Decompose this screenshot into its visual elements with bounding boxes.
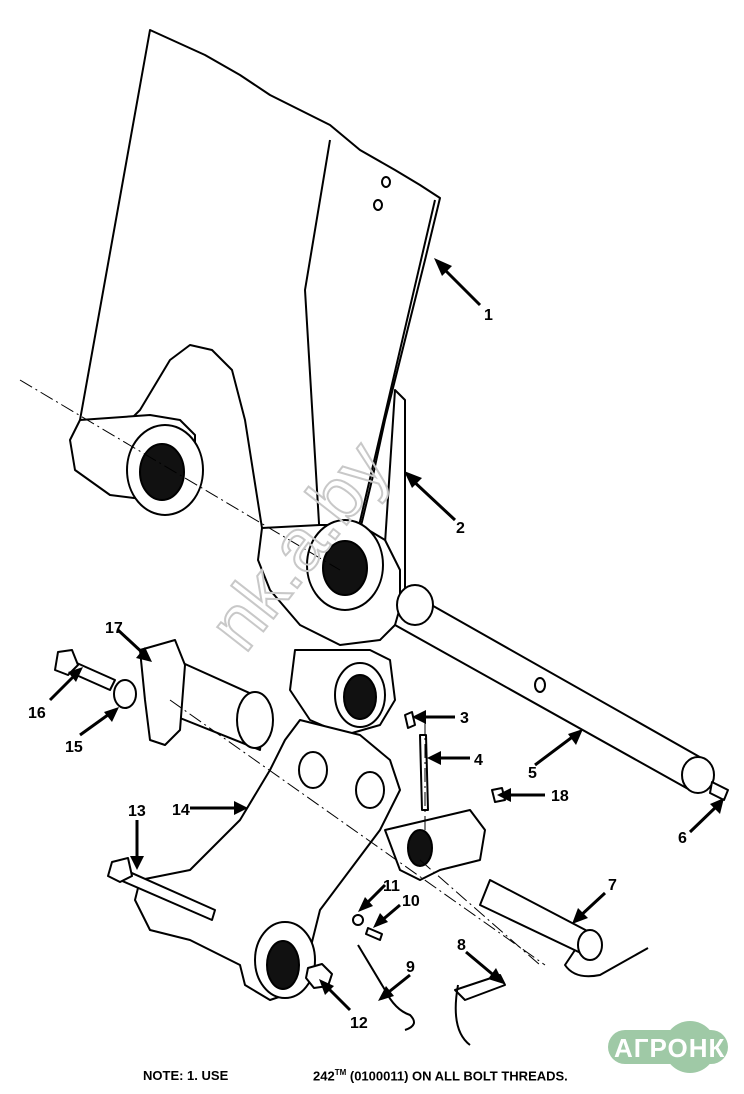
grease-fitting <box>709 781 729 801</box>
note-tm: TM <box>334 1068 347 1077</box>
note-body: 242TM (0100011) ON ALL BOLT THREADS. <box>313 1068 568 1083</box>
link-hole <box>355 771 385 809</box>
clevis-bore <box>407 829 433 867</box>
arrowhead-3 <box>412 710 426 724</box>
callout-9: 9 <box>406 959 415 976</box>
callout-11: 11 <box>383 878 400 895</box>
leader-6 <box>688 803 720 834</box>
arrowhead-16 <box>68 667 83 682</box>
pivot-boss-bore <box>322 540 368 596</box>
bolt-head <box>54 649 79 676</box>
arrowhead-7 <box>572 908 588 924</box>
note-part: 242 <box>313 1068 335 1084</box>
arm-hole <box>381 176 391 188</box>
hitch-pin-end <box>577 929 603 961</box>
long-pin-hole <box>534 677 546 693</box>
link-body <box>134 719 401 1001</box>
roll-pin <box>419 734 429 811</box>
agro-logo <box>608 1021 728 1073</box>
centerline <box>169 699 546 966</box>
left-boss-bore <box>139 443 185 501</box>
clevis-bracket <box>384 809 486 881</box>
arm-hole <box>373 199 383 211</box>
logo-left: АГРО <box>614 1033 689 1063</box>
hitch-pin-handle <box>564 947 649 978</box>
washer <box>113 679 137 709</box>
callout-10: 10 <box>402 893 420 910</box>
lynch-ring <box>454 984 471 1046</box>
callout-13: 13 <box>128 803 146 820</box>
arrowhead-1 <box>434 258 452 276</box>
arm-fold-line <box>304 139 331 541</box>
arrowhead-5 <box>568 729 583 745</box>
note-suffix: (0100011) ON ALL BOLT THREADS. <box>346 1068 568 1084</box>
bushing-flange <box>139 639 186 746</box>
leader-1 <box>438 263 482 307</box>
long-pin-tip-face <box>681 756 715 794</box>
bushing-end <box>236 691 274 749</box>
arrowhead-9 <box>378 986 394 1001</box>
arrowhead-4 <box>427 751 441 765</box>
lower-yoke-bore <box>343 674 377 720</box>
long-pin-end-face <box>396 584 434 626</box>
callout-15: 15 <box>65 739 83 756</box>
centerline <box>419 859 541 966</box>
arm-part <box>79 29 441 546</box>
callout-17: 17 <box>105 620 123 637</box>
link-lower-bore <box>266 940 300 990</box>
leader-5 <box>534 733 576 767</box>
arrowhead-13 <box>130 856 144 870</box>
arrowhead-15 <box>104 707 119 722</box>
long-bolt-head <box>107 857 133 883</box>
leader-8 <box>465 950 498 980</box>
lynch-pin <box>454 974 506 1001</box>
arrowhead-6 <box>710 798 724 814</box>
callout-5: 5 <box>528 765 537 782</box>
leader-15 <box>79 710 113 737</box>
callout-6: 6 <box>678 830 687 847</box>
callout-1: 1 <box>484 307 493 324</box>
arrowhead-2 <box>404 471 422 488</box>
arrowhead-14 <box>234 801 248 815</box>
small-washer <box>352 914 364 926</box>
arm-edge-line <box>357 199 436 531</box>
link-hole <box>298 751 328 789</box>
arrowhead-10 <box>373 913 388 928</box>
arrowhead-12 <box>319 979 334 995</box>
callout-7: 7 <box>608 877 617 894</box>
leader-2 <box>408 476 457 522</box>
centerline <box>19 379 341 571</box>
callout-3: 3 <box>460 710 469 727</box>
callout-8: 8 <box>457 937 466 954</box>
arrowhead-11 <box>358 897 373 912</box>
callout-18: 18 <box>551 788 569 805</box>
long-pin-body <box>394 589 706 791</box>
leader-16 <box>48 672 78 702</box>
logo-text: АГРОНКА <box>614 1033 744 1064</box>
top-fitting <box>404 711 416 729</box>
arrowhead-8 <box>488 968 504 984</box>
small-screw <box>365 927 383 941</box>
callout-14: 14 <box>172 802 190 819</box>
note-prefix: NOTE: 1. USE <box>143 1068 229 1083</box>
callout-4: 4 <box>474 752 483 769</box>
logo-circle <box>664 1021 716 1073</box>
arrowhead-18 <box>497 788 511 802</box>
callout-12: 12 <box>350 1015 368 1032</box>
callout-16: 16 <box>28 705 46 722</box>
logo-right: НКА <box>688 1033 744 1063</box>
callout-2: 2 <box>456 520 465 537</box>
arrowhead-17 <box>136 647 152 662</box>
